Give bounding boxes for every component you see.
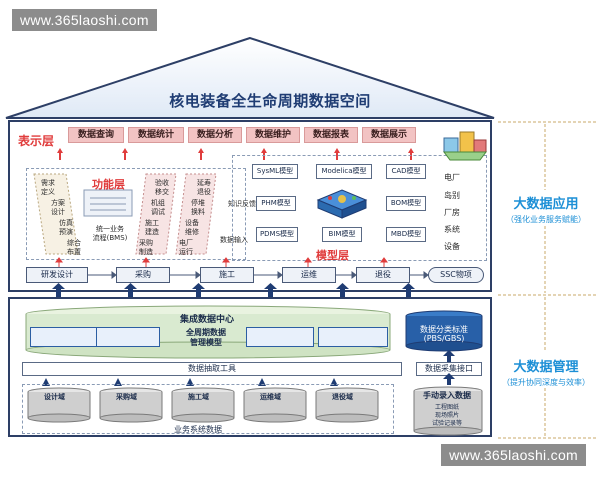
model-cad[interactable]: CAD模型 (386, 164, 426, 179)
analysis-button[interactable]: 数据分析 (188, 127, 242, 143)
func-simulation: 仿真 预演 (59, 219, 73, 236)
function-layer-label: 功能层 (92, 178, 125, 191)
func-commissioning: 机组 调试 (151, 199, 165, 216)
business-system-data-label: 业务系统数据 (174, 425, 222, 434)
watermark-top: www.365laoshi.com (12, 9, 157, 31)
domain-decommission: 退役域 (332, 393, 353, 401)
knowledge-feedback-label: 知识反馈 (228, 200, 256, 208)
stage-procurement[interactable]: 采购 (116, 267, 170, 283)
domain-design: 设计域 (44, 393, 65, 401)
management-title: 大数据管理 (513, 360, 579, 375)
func-layout: 综合 布置 (67, 239, 81, 256)
statistics-button[interactable]: 数据统计 (128, 127, 184, 143)
function-layer-graphic (33, 173, 217, 255)
data-center-module-4 (318, 327, 388, 347)
model-bim[interactable]: BIM模型 (322, 227, 362, 242)
extraction-tool-box[interactable]: 数据抽取工具 (22, 362, 402, 376)
equipment-model-image (316, 189, 368, 219)
model-sysml[interactable]: SysML模型 (252, 164, 298, 179)
query-button[interactable]: 数据查询 (68, 127, 124, 143)
model-layer-label: 模型层 (316, 249, 349, 262)
maintenance-button[interactable]: 数据维护 (246, 127, 300, 143)
facility-building: 厂房 (444, 208, 460, 217)
stage-operation[interactable]: 运维 (282, 267, 336, 283)
data-input-label: 数据输入 (220, 236, 248, 244)
roof-shape (5, 36, 495, 119)
model-phm[interactable]: PHM模型 (256, 196, 296, 211)
big-data-application-label: 大数据应用 （强化业务服务赋能） (496, 193, 596, 225)
data-center-title: 集成数据中心 (180, 315, 235, 325)
func-refueling: 停堆 换料 (191, 199, 205, 216)
model-mbd[interactable]: MBD模型 (386, 227, 426, 242)
data-center-module-2 (96, 327, 160, 347)
func-construction: 施工 建造 (145, 219, 159, 236)
func-unified-process: 统一业务 流程(BMS) (92, 225, 128, 242)
func-acceptance: 验收 移交 (155, 179, 169, 196)
application-subtitle: （强化业务服务赋能） (506, 215, 586, 224)
func-req-definition: 需求 定义 (41, 179, 55, 196)
management-subtitle: （提升协同深度与效率） (502, 378, 590, 387)
facility-island: 岛别 (444, 191, 460, 200)
classification-db-icon (405, 310, 483, 352)
facility-system: 系统 (444, 225, 460, 234)
data-center-module-3 (246, 327, 314, 347)
func-life-extension: 延寿 退役 (197, 179, 211, 196)
big-data-management-label: 大数据管理 （提升协同深度与效率） (496, 356, 596, 388)
manual-entry-title: 手动录入数据 (423, 391, 471, 400)
stage-construction[interactable]: 施工 (200, 267, 254, 283)
manual-entry-note: 工程图纸 现场照片 试验记录等 (431, 404, 462, 427)
data-classification-standard: 数据分类标准 (PBS/GBS) (420, 325, 468, 343)
func-procurement: 采购 制造 (139, 239, 153, 256)
watermark-bottom: www.365laoshi.com (441, 444, 586, 466)
facility-equipment: 设备 (444, 242, 460, 251)
display-button[interactable]: 数据展示 (362, 127, 416, 143)
business-data-box (22, 384, 394, 434)
presentation-layer-label: 表示层 (18, 134, 55, 148)
func-scheme-design: 方案 设计 (51, 199, 65, 216)
facility-plant: 电厂 (444, 173, 460, 182)
domain-procurement: 采购域 (116, 393, 137, 401)
model-layer-box (232, 155, 487, 261)
report-button[interactable]: 数据报表 (304, 127, 358, 143)
application-title: 大数据应用 (513, 197, 579, 212)
plant-3d-image (443, 131, 487, 161)
func-plant-operation: 电厂 运行 (179, 239, 193, 256)
function-layer-box (26, 168, 246, 260)
stage-design[interactable]: 研发设计 (26, 267, 88, 283)
domain-operation: 运维域 (260, 393, 281, 401)
model-pdms[interactable]: PDMS模型 (256, 227, 298, 242)
func-equipment-repair: 设备 维修 (185, 219, 199, 236)
model-bom[interactable]: BOM模型 (386, 196, 426, 211)
diagram-title: 核电装备全生命周期数据空间 (169, 92, 371, 110)
domain-construction: 施工域 (188, 393, 209, 401)
lifecycle-data-model: 全周期数据 管理模型 (186, 328, 226, 347)
model-modelica[interactable]: Modelica模型 (316, 164, 372, 179)
